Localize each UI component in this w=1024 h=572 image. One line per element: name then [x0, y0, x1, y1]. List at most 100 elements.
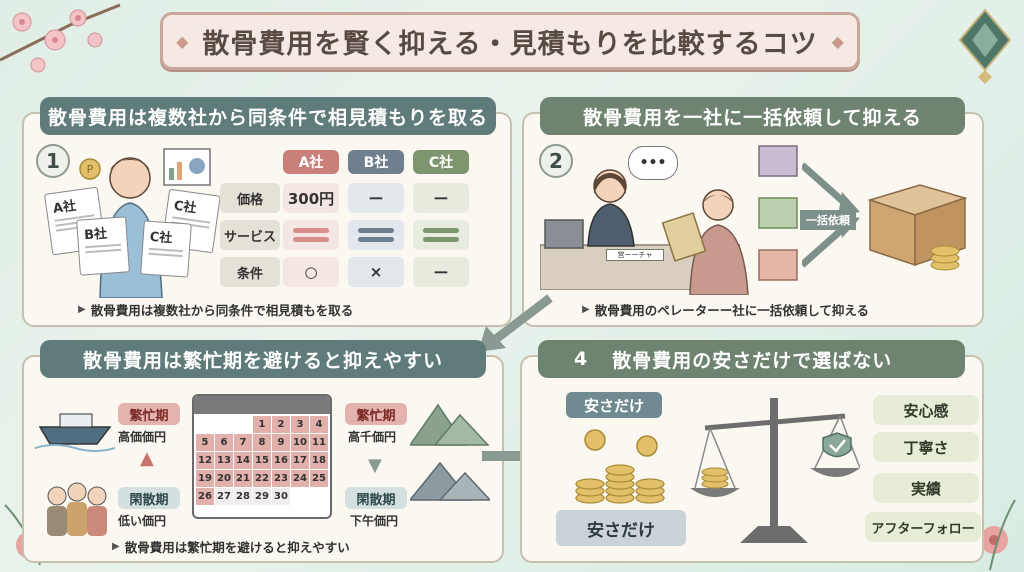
calendar-day: 8 [253, 434, 271, 451]
calendar-day: 3 [291, 416, 309, 433]
calendar-day: 2 [272, 416, 290, 433]
svg-text:P: P [87, 163, 94, 176]
up-arrow-icon: ▲ [140, 448, 154, 469]
busy-season-price: 高価価円 [118, 430, 167, 444]
calendar-day: 15 [253, 452, 271, 469]
off-season-price-right: 下午価円 [350, 514, 399, 528]
calendar-day: 27 [215, 488, 233, 505]
flower-bottom-right-icon [980, 499, 1016, 571]
calendar-day: 28 [234, 488, 252, 505]
calendar-day: 16 [272, 452, 290, 469]
client-with-folder-icon [661, 189, 749, 295]
section-4-number: 4 [574, 348, 589, 370]
busy-season-price-right: 高千価円 [348, 430, 397, 444]
table-row-label: サービス [220, 220, 280, 250]
section-4-heading: 4 散骨費用の安さだけで選ばない [538, 340, 965, 378]
table-cell: 300円 [283, 183, 339, 213]
table-row-label: 条件 [220, 257, 280, 287]
boat-icon [35, 413, 115, 452]
table-cell: ー [348, 183, 404, 213]
calendar-day: 26 [196, 488, 214, 505]
coin-icon: P [79, 158, 101, 180]
large-box-coins-icon [867, 184, 968, 271]
table-column-a: A社 [283, 150, 339, 174]
diamond-icon: ◆ [176, 31, 189, 51]
calendar-day [196, 416, 214, 433]
calendar-day: 11 [310, 434, 328, 451]
calendar-day: 18 [310, 452, 328, 469]
section-3-caption: ▶散骨費用は繁忙期を避けると抑えやすい [112, 540, 350, 555]
calendar-day: 19 [196, 470, 214, 487]
calendar-day: 10 [291, 434, 309, 451]
section-4-title: 散骨費用の安さだけで選ばない [612, 349, 893, 372]
off-season-label: 閑散期 [118, 487, 180, 509]
section-2-heading: 散骨費用を一社に一括依頼して抑える [540, 97, 965, 135]
calendar-day: 9 [272, 434, 290, 451]
busy-season-label-right: 繁忙期 [345, 403, 407, 425]
calendar-day: 21 [234, 470, 252, 487]
triangle-icon: ▶ [582, 304, 590, 315]
calendar-day [234, 416, 252, 433]
table-cell: ○ [283, 257, 339, 287]
section-1-heading: 散骨費用は複数社から同条件で相見積もりを取る [40, 97, 496, 135]
document-b: B社 [76, 216, 130, 276]
speech-bubble: ••• [628, 146, 678, 180]
calendar-day: 1 [253, 416, 271, 433]
quality-item: 安心感 [873, 395, 979, 425]
triangle-icon: ▶ [112, 541, 120, 552]
document-c2: C社 [140, 220, 192, 278]
lotus-ornament-icon [958, 8, 1012, 84]
table-cell-service-c [413, 220, 469, 250]
section-2-number: 2 [539, 144, 573, 178]
calendar-day: 20 [215, 470, 233, 487]
calendar-day [310, 488, 328, 505]
down-arrow-icon: ▼ [368, 455, 382, 476]
table-column-c: C社 [413, 150, 469, 174]
table-cell-service-a [283, 220, 339, 250]
quality-item: 実績 [873, 473, 979, 503]
section-1-caption: ▶散骨費用は複数社から同条件で相見積もを取る [78, 303, 354, 318]
off-season-price: 低い価円 [118, 514, 167, 528]
calendar-day: 30 [272, 488, 290, 505]
table-row-label: 価格 [220, 183, 280, 213]
section-2-caption: ▶散骨費用のペレーターー社に一括依頼して抑える [582, 303, 869, 318]
page-title-banner: ◆ 散骨費用を賢く抑える・見積もりを比較するコツ ◆ [160, 12, 860, 70]
chart-board-icon [163, 148, 211, 186]
calendar-day: 5 [196, 434, 214, 451]
calendar-day: 25 [310, 470, 328, 487]
section-1-number: 1 [36, 144, 70, 178]
section-3-heading: 散骨費用は繁忙期を避けると抑えやすい [40, 340, 486, 378]
calendar-day: 17 [291, 452, 309, 469]
cherry-blossom-branch-icon [0, 3, 121, 73]
triangle-icon: ▶ [78, 304, 86, 315]
calendar-day: 6 [215, 434, 233, 451]
table-cell: ー [413, 183, 469, 213]
calendar-day [215, 416, 233, 433]
off-season-label-right: 閑散期 [345, 487, 407, 509]
balance-scale-icon [690, 398, 860, 543]
calendar-day: 22 [253, 470, 271, 487]
mountains-icon [410, 403, 490, 501]
cheap-only-label-bottom: 安さだけ [556, 510, 686, 546]
coins-pile-icon [575, 429, 665, 504]
counter-sign: 営ーーチャ [606, 249, 664, 261]
calendar-day [291, 488, 309, 505]
calendar-day: 13 [215, 452, 233, 469]
page-title: 散骨費用を賢く抑える・見積もりを比較するコツ [202, 28, 818, 60]
calendar-day: 23 [272, 470, 290, 487]
table-cell: × [348, 257, 404, 287]
family-icon [47, 482, 107, 536]
calendar-day: 7 [234, 434, 252, 451]
calendar-day: 12 [196, 452, 214, 469]
quality-item: 丁寧さ [873, 432, 979, 462]
calendar-day: 24 [291, 470, 309, 487]
quality-item: アフターフォロー [865, 512, 981, 542]
cheap-only-label-top: 安さだけ [566, 392, 662, 418]
table-cell: ー [413, 257, 469, 287]
calendar-day: 14 [234, 452, 252, 469]
calendar-day: 29 [253, 488, 271, 505]
busy-season-label: 繁忙期 [118, 403, 180, 425]
diamond-icon: ◆ [831, 31, 844, 51]
